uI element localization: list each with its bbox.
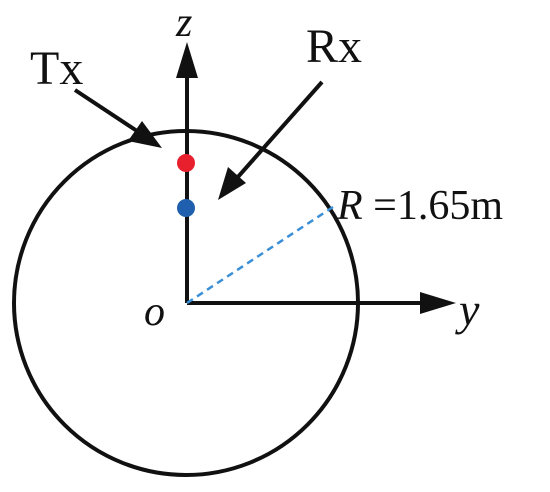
tx-pointer-arrowhead (128, 121, 162, 148)
tx-pointer-line (73, 88, 142, 135)
rx-pointer-line (235, 80, 324, 180)
rx-pointer-arrowhead (218, 167, 246, 200)
y-axis-label: y (455, 284, 480, 335)
origin-label: o (144, 289, 165, 335)
z-axis-label: z (175, 0, 192, 46)
rx-marker-icon (177, 199, 195, 217)
radius-dashed-line (186, 205, 334, 305)
y-axis-arrowhead (420, 292, 456, 314)
tx-label: Tx (30, 42, 83, 95)
tx-marker-icon (177, 154, 195, 172)
radius-value: =1.65m (363, 183, 504, 229)
z-axis-arrowhead (176, 42, 198, 78)
radius-label: R =1.65m (336, 183, 503, 229)
rx-label: Rx (306, 20, 362, 73)
radius-symbol: R (336, 183, 363, 229)
